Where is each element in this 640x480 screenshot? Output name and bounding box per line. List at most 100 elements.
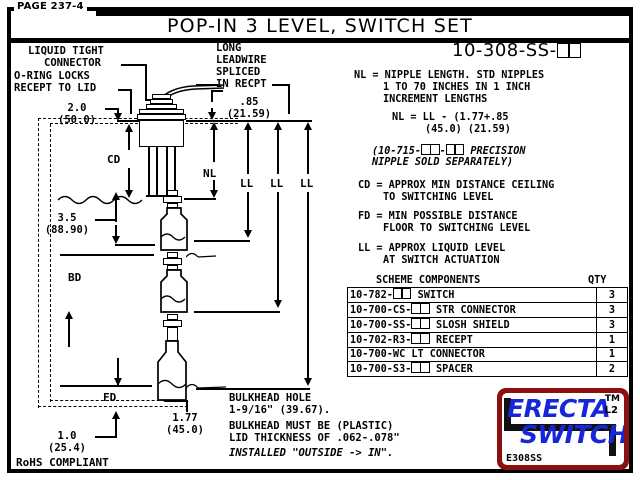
- component-pn: 10-702-R3-: [350, 335, 412, 346]
- dim-bd-line: [68, 315, 70, 347]
- component-name-cell: 10-782- SWITCH: [347, 287, 597, 303]
- table-row[interactable]: 10-700-CS- STR CONNECTOR 3: [347, 302, 628, 318]
- logo-text-erecta: ERECTA: [507, 394, 611, 423]
- dim-ll-3-lower: [307, 192, 309, 382]
- component-box-1[interactable]: [411, 362, 422, 373]
- nipple-line-1: [148, 147, 150, 195]
- component-desc: SPACER: [429, 364, 473, 375]
- dim-fd-arrow-dn: [114, 378, 122, 386]
- nipple-note-box-4[interactable]: [454, 144, 465, 155]
- spec-ll-line1: LL = APPROX LIQUID LEVEL: [358, 243, 506, 254]
- nipple-line-2: [156, 147, 158, 195]
- dim-nl-upper: [213, 126, 215, 162]
- dim-1-0-inch: 1.0: [57, 430, 77, 442]
- components-table-title-text: SCHEME COMPONENTS: [376, 275, 481, 286]
- table-row[interactable]: 10-700-WC LT CONNECTOR 1: [347, 347, 628, 362]
- component-box-1[interactable]: [411, 318, 422, 329]
- dim-ll-1-lower: [247, 192, 249, 234]
- component-box-2[interactable]: [419, 333, 430, 344]
- component-pn: 10-700-S3-: [350, 364, 412, 375]
- dim-2-0-ext: [117, 108, 119, 117]
- leader-liquid-tight: [121, 64, 147, 66]
- dim-nl-lower: [213, 180, 215, 194]
- spec-nipple-note-line2: NIPPLE SOLD SEPARATELY): [372, 157, 514, 168]
- dim-2-0-base: [117, 120, 139, 122]
- dim-ll-1-arrow-dn: [244, 230, 252, 238]
- spec-nipple-note-line1: (10-715-- PRECISION: [372, 144, 526, 158]
- nipple-note-dash: -: [439, 146, 446, 157]
- spec-nl-line2: 1 TO 70 INCHES IN 1 INCH: [383, 82, 531, 93]
- dim-1-77-ext: [186, 400, 188, 412]
- logo-inner: ERECTA SWITCH TM L2 E308SS: [502, 393, 624, 465]
- dim-1-77-inch: 1.77: [172, 412, 198, 424]
- component-pn: 10-782-: [350, 290, 393, 301]
- component-box-2[interactable]: [419, 303, 430, 314]
- components-table-qty-header: QTY: [588, 275, 607, 286]
- dim-ll-2-arrow-up: [274, 122, 282, 130]
- logo-mid-bar: [504, 424, 616, 431]
- dim-85-mm: (21.59): [226, 108, 272, 120]
- part-number-text: 10-308-SS-: [452, 40, 557, 61]
- table-row[interactable]: 10-700-S3- SPACER 2: [347, 361, 628, 377]
- dim-cd-upper: [128, 128, 130, 150]
- dim-85-ext-left: [211, 90, 213, 102]
- component-box-2[interactable]: [419, 362, 430, 373]
- callout-leadwire-line1: LONG: [216, 42, 242, 54]
- component-box-1[interactable]: [392, 288, 403, 299]
- part-number: 10-308-SS-: [452, 40, 582, 61]
- tank-wall-dashed-inner: [50, 124, 51, 402]
- spec-cd-line2: TO SWITCHING LEVEL: [383, 192, 494, 203]
- component-pn: 10-700-WC LT CONNECTOR: [350, 349, 485, 360]
- logo-text-switch: SWITCH: [520, 420, 624, 449]
- nipple-note-box-2[interactable]: [429, 144, 440, 155]
- callout-liquid-tight-line1: LIQUID TIGHT: [28, 45, 104, 57]
- component-name-cell: 10-700-WC LT CONNECTOR: [347, 347, 597, 362]
- nipple-note-box-3[interactable]: [445, 144, 456, 155]
- table-row[interactable]: 10-700-SS- SLOSH SHIELD 3: [347, 317, 628, 333]
- logo-product-code: E308SS: [506, 453, 543, 464]
- component-desc: SLOSH SHIELD: [429, 320, 510, 331]
- liquid-level-upper-wave: [57, 195, 143, 205]
- nipple-line-4: [174, 147, 176, 195]
- spec-nl-line3: INCREMENT LENGTHS: [383, 94, 488, 105]
- nipple-note-box-1[interactable]: [421, 144, 432, 155]
- table-row[interactable]: 10-702-R3- RECEPT 1: [347, 332, 628, 348]
- component-box-2[interactable]: [401, 288, 412, 299]
- dim-fd-label: FD: [103, 391, 117, 404]
- dim-2-0-mm: (50.0): [58, 114, 96, 126]
- part-number-box-2[interactable]: [568, 43, 582, 58]
- liquid-level-mid-line: [60, 254, 154, 256]
- component-qty: 1: [596, 347, 628, 362]
- connector-lower-collar: [167, 314, 178, 320]
- component-name-cell: 10-702-R3- RECEPT: [347, 332, 597, 348]
- component-box-2[interactable]: [419, 318, 430, 329]
- liquid-level-low-line: [60, 385, 152, 387]
- wave-tail-lower: [186, 383, 226, 389]
- components-table-title: SCHEME COMPONENTS QTY: [376, 275, 626, 286]
- spec-nl-equation-line2: (45.0) (21.59): [425, 124, 511, 135]
- spec-ll-line2: AT SWITCH ACTUATION: [383, 255, 500, 266]
- part-number-box-1[interactable]: [556, 43, 570, 58]
- dim-ll-2-upper: [277, 126, 279, 174]
- dim-1-77-mm: (45.0): [166, 424, 204, 436]
- connector-lower-body: [163, 320, 182, 327]
- dim-cd-label: CD: [107, 153, 121, 166]
- title-rule: [11, 38, 629, 43]
- spacer-lower-body: [163, 258, 182, 265]
- component-box-1[interactable]: [411, 303, 422, 314]
- spacer-upper-collar: [167, 190, 178, 196]
- component-qty: 2: [596, 361, 628, 377]
- component-qty: 3: [596, 317, 628, 333]
- component-box-1[interactable]: [411, 333, 422, 344]
- leader-oring-v: [130, 89, 132, 114]
- logo-right-bracket: [609, 424, 616, 456]
- table-row[interactable]: 10-782- SWITCH 3: [347, 287, 628, 303]
- dim-bd-label: BD: [68, 271, 82, 284]
- components-table-body: 10-782- SWITCH 3 10-700-CS- STR CONNECTO…: [347, 287, 628, 377]
- dim-3-5-arrow-up: [112, 192, 120, 200]
- lt-connector-cap: [152, 94, 171, 99]
- dim-fd-line: [117, 358, 119, 386]
- dim-nl-base: [184, 198, 216, 200]
- dim-nl-arrow-up: [210, 122, 218, 130]
- component-qty: 3: [596, 302, 628, 318]
